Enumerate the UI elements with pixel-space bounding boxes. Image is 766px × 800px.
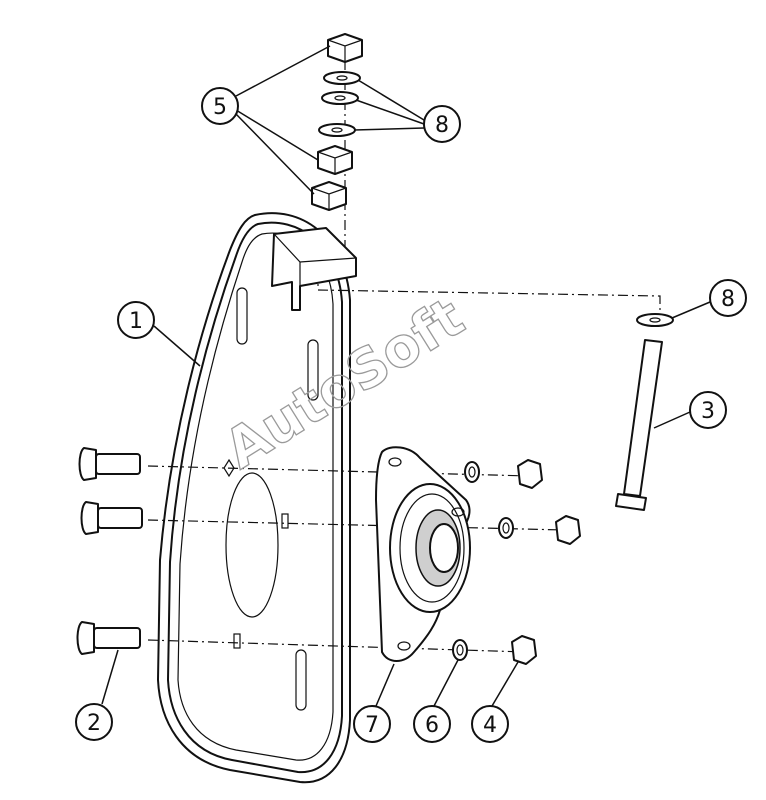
hex-nut-top-1	[327, 33, 363, 63]
callout-3: 3	[689, 391, 727, 429]
svg-text:8: 8	[721, 287, 735, 312]
washers	[318, 71, 674, 327]
callout-2: 2	[75, 703, 113, 741]
leader-lines	[101, 45, 711, 707]
carriage-bolts	[76, 447, 143, 655]
svg-text:2: 2	[87, 711, 101, 736]
svg-text:1: 1	[129, 309, 143, 334]
callout-5: 5	[201, 87, 239, 125]
hex-nuts-side	[511, 459, 581, 665]
flange-bearing	[375, 446, 471, 662]
housing-plate	[157, 212, 351, 784]
svg-text:AutoSoft: AutoSoft	[214, 285, 475, 481]
svg-text:7: 7	[365, 713, 379, 738]
carriage-bolt-3	[76, 621, 141, 655]
callout-8-top: 8	[423, 105, 461, 143]
lock-washers	[452, 461, 514, 661]
svg-text:4: 4	[483, 713, 497, 738]
callout-1: 1	[117, 301, 155, 339]
svg-text:8: 8	[435, 113, 449, 138]
callout-7: 7	[353, 705, 391, 743]
svg-text:3: 3	[701, 399, 715, 424]
callout-6: 6	[413, 705, 451, 743]
hex-nut-top-2	[317, 145, 353, 175]
carriage-bolt-1	[78, 447, 141, 481]
long-bolt	[615, 339, 663, 511]
hex-nut-top-3	[311, 181, 347, 211]
carriage-bolt-2	[80, 501, 143, 535]
mount-bracket	[271, 227, 357, 311]
callout-4: 4	[471, 705, 509, 743]
watermark: AutoSoft	[213, 285, 475, 482]
hex-nuts-top	[311, 33, 363, 211]
callout-8-right: 8	[709, 279, 747, 317]
svg-text:5: 5	[213, 95, 227, 120]
svg-text:6: 6	[425, 713, 439, 738]
